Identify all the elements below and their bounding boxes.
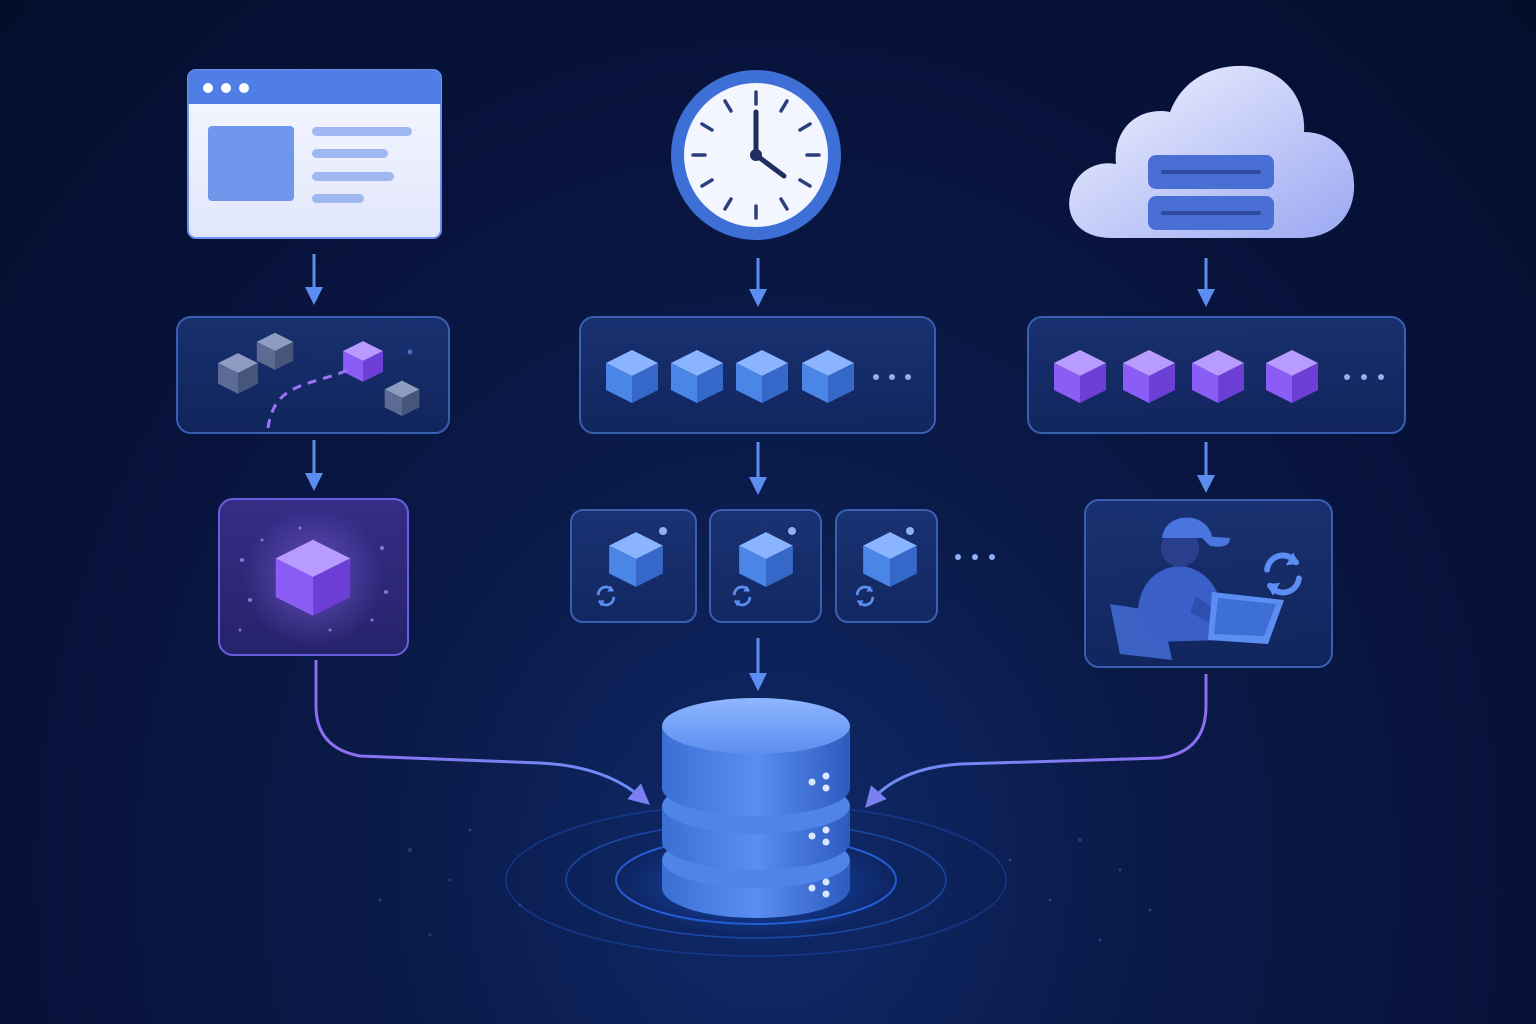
glowing-cube-card (218, 498, 409, 656)
cube-queue-card-purple (1027, 316, 1406, 434)
cube-queue-card-blue (579, 316, 936, 434)
worker-card (835, 509, 938, 623)
ellipsis-icon (955, 554, 995, 560)
ellipsis-icon (873, 374, 911, 380)
browser-window-icon (187, 69, 442, 239)
clock-icon (671, 70, 841, 240)
person-laptop-icon (1110, 517, 1284, 660)
scattered-cubes-card (176, 316, 450, 434)
cube-sync-workers (570, 509, 995, 623)
curved-arrow-col3-to-database (865, 674, 1208, 808)
worker-card (570, 509, 697, 623)
ellipsis-icon (1344, 374, 1384, 380)
person-laptop-sync-card (1084, 499, 1333, 668)
cloud-server-icon (1069, 65, 1355, 238)
dashed-path (266, 366, 353, 429)
curved-arrow-col1-to-database (314, 660, 650, 805)
database-icon (505, 698, 1007, 957)
background-dots (378, 828, 1152, 942)
worker-card (709, 509, 822, 623)
